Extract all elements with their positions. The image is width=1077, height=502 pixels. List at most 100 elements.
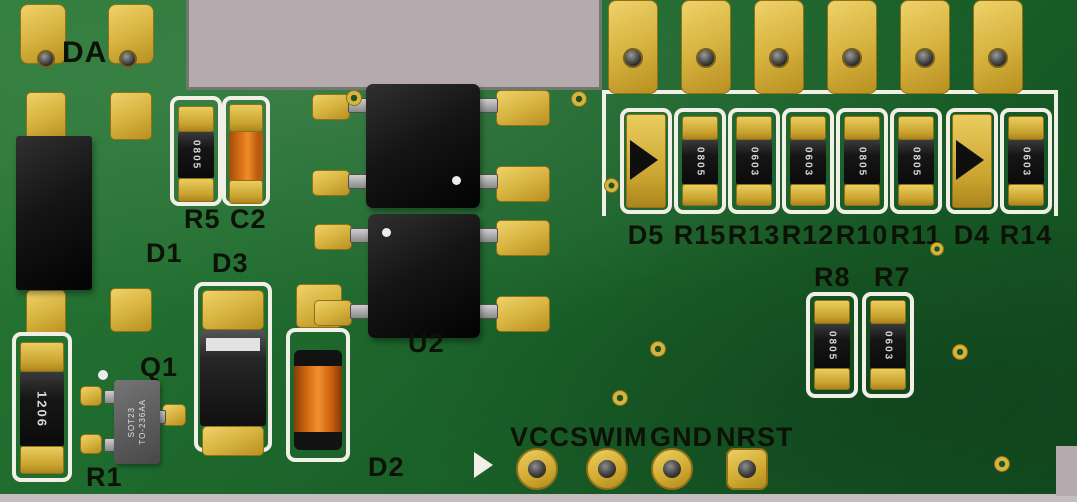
- resistor-marking: 0805: [694, 146, 706, 178]
- refdes-r14: R14: [999, 220, 1053, 250]
- ic-pin: [478, 228, 498, 243]
- via: [952, 344, 968, 360]
- capacitor-terminal: [229, 104, 263, 132]
- resistor-terminal: [20, 446, 64, 474]
- drill-hole: [842, 48, 862, 68]
- resistor-r12-body: 0603: [790, 140, 826, 184]
- resistor-terminal: [844, 116, 880, 140]
- resistor-r10-courtyard: [836, 108, 888, 214]
- resistor-terminal: [814, 368, 850, 390]
- smd-pad: [26, 92, 66, 140]
- resistor-marking: 0805: [826, 330, 838, 362]
- component-d2-body: [294, 366, 342, 432]
- resistor-marking: 0603: [802, 146, 814, 178]
- component-d2-top-band: [294, 350, 342, 366]
- resistor-terminal: [814, 300, 850, 324]
- ic-pin1-dot: [382, 228, 391, 237]
- pin-label-vcc: VCC: [510, 422, 571, 452]
- ic-pin1-dot: [452, 176, 461, 185]
- q1-type-text: TO-236AA: [138, 399, 147, 445]
- background-bottom-strip: [0, 494, 1077, 502]
- board-edge-notch: [186, 0, 602, 90]
- resistor-terminal: [870, 300, 906, 324]
- resistor-r13-courtyard: [728, 108, 780, 214]
- resistor-r1-courtyard: [12, 332, 72, 482]
- smd-pad: [312, 94, 350, 120]
- pin-label-gnd: GND: [650, 422, 713, 452]
- smd-pad: [80, 386, 102, 406]
- resistor-terminal: [844, 184, 880, 206]
- refdes-q1: Q1: [140, 352, 179, 382]
- via: [604, 178, 619, 193]
- resistor-r5-courtyard: [170, 96, 222, 206]
- smd-pad: [110, 92, 152, 140]
- pin-label-swim: SWIM: [570, 422, 648, 452]
- resistor-r14-body: 0603: [1008, 140, 1044, 184]
- resistor-r11-courtyard: [890, 108, 942, 214]
- resistor-r8-body: 0805: [814, 324, 850, 368]
- resistor-terminal: [1008, 184, 1044, 206]
- resistor-r15-body: 0805: [682, 140, 718, 184]
- smd-pad: [202, 290, 264, 330]
- diode-polarity-icon: [630, 140, 658, 180]
- resistor-terminal: [736, 184, 772, 206]
- background-corner: [1056, 446, 1077, 496]
- resistor-marking: 0603: [1020, 146, 1032, 178]
- smd-pad: [496, 296, 550, 332]
- refdes-r12: R12: [781, 220, 835, 250]
- resistor-r14-courtyard: [1000, 108, 1052, 214]
- refdes-d5: D5: [627, 220, 665, 250]
- refdes-r1: R1: [86, 462, 123, 492]
- header-pad: [754, 0, 804, 94]
- ic-pin: [478, 98, 498, 113]
- resistor-r15-courtyard: [674, 108, 726, 214]
- smd-pad: [496, 220, 550, 256]
- capacitor-c2-body: [229, 132, 263, 180]
- ic-pin: [350, 228, 370, 243]
- drill-hole: [119, 50, 137, 68]
- drill-hole: [988, 48, 1008, 68]
- smd-pad: [496, 166, 550, 202]
- component-d1-body: [16, 136, 92, 290]
- diode-polarity-icon: [956, 140, 984, 180]
- resistor-r12-courtyard: [782, 108, 834, 214]
- drill-hole: [623, 48, 643, 68]
- component-d2-courtyard: [286, 328, 350, 462]
- connector-pad-vcc: [516, 448, 558, 490]
- resistor-marking: 0603: [748, 146, 760, 178]
- silkscreen-line: [602, 90, 606, 216]
- smd-pad: [314, 300, 352, 326]
- resistor-marking: 0805: [910, 146, 922, 178]
- diode-d4-courtyard: [946, 108, 998, 214]
- resistor-terminal: [898, 184, 934, 206]
- component-d2-bottom-band: [294, 432, 342, 450]
- silkscreen-pin1-dot: [98, 370, 108, 380]
- refdes-u2: U2: [408, 328, 445, 358]
- resistor-terminal: [178, 106, 214, 132]
- smd-pad: [496, 90, 550, 126]
- refdes-d4: D4: [953, 220, 991, 250]
- resistor-r11-body: 0805: [898, 140, 934, 184]
- resistor-terminal: [20, 342, 64, 372]
- pin-label-nrst: NRST: [716, 422, 794, 452]
- resistor-terminal: [1008, 116, 1044, 140]
- capacitor-c2-courtyard: [222, 96, 270, 206]
- refdes-da: DA: [62, 36, 108, 69]
- transistor-q1-body: SOT23 TO-236AA: [114, 380, 160, 464]
- resistor-r8-courtyard: [806, 292, 858, 398]
- refdes-r8: R8: [814, 262, 851, 292]
- drill-hole: [769, 48, 789, 68]
- resistor-terminal: [736, 116, 772, 140]
- smd-pad: [26, 290, 66, 336]
- resistor-marking: 0603: [882, 330, 894, 362]
- via: [346, 90, 362, 106]
- resistor-r13-body: 0603: [736, 140, 772, 184]
- resistor-terminal: [790, 116, 826, 140]
- resistor-terminal: [682, 184, 718, 206]
- ic-pin: [350, 304, 370, 319]
- header-pad: [900, 0, 950, 94]
- ic-u2-upper-body: [366, 84, 480, 208]
- resistor-r5-body: 0805: [178, 132, 214, 178]
- smd-pad: [314, 224, 352, 250]
